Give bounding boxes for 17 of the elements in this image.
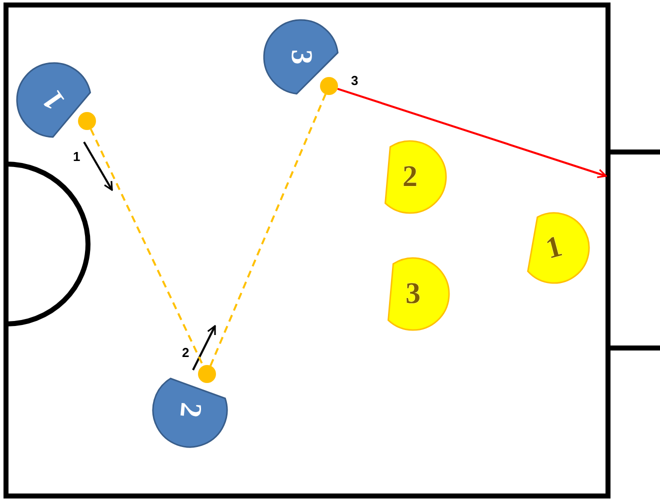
pass-line <box>90 128 204 366</box>
edge-label: 3 <box>350 73 360 88</box>
ball <box>320 77 338 95</box>
ball <box>198 365 216 383</box>
player-number: 3 <box>286 50 316 64</box>
player-number: 1 <box>37 85 71 115</box>
player-number: 2 <box>402 162 418 192</box>
player-number: 1 <box>542 232 566 264</box>
step-number: 2 <box>181 345 190 360</box>
pass-line <box>210 94 326 366</box>
pass-arrow <box>337 88 607 178</box>
player-token <box>262 18 340 96</box>
player-number: 2 <box>174 401 206 419</box>
ball <box>78 112 96 130</box>
player-number: 3 <box>406 279 420 309</box>
player-token <box>15 61 93 139</box>
step-number: 1 <box>72 149 82 164</box>
